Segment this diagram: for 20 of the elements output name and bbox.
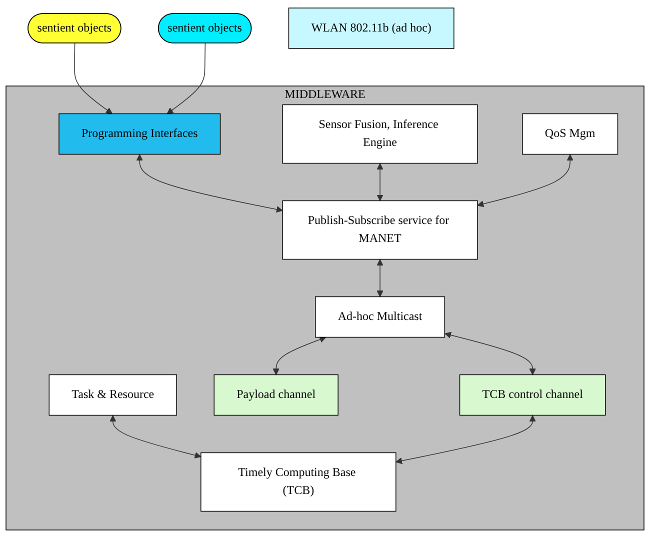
node-box: Sensor Fusion, Inference Engine	[282, 104, 478, 164]
node-box: QoS Mgm	[522, 113, 618, 155]
arrow	[477, 154, 574, 208]
arrow	[376, 163, 384, 202]
node-box: Payload channel	[214, 374, 338, 416]
arrow	[272, 336, 326, 376]
node-box: TCB control channel	[459, 374, 606, 416]
node-box: Task & Resource	[48, 374, 177, 416]
node-box: WLAN 802.11b (ad hoc)	[288, 8, 454, 49]
node-box: Programming Interfaces	[58, 113, 221, 155]
arrow	[136, 154, 283, 213]
arrow	[396, 415, 536, 464]
arrow	[444, 332, 536, 376]
arrow	[166, 42, 206, 114]
arrow	[74, 42, 112, 114]
node-box: Publish-Subscribe service for MANET	[282, 200, 478, 260]
arrow	[376, 259, 384, 298]
node-box: Ad-hoc Multicast	[315, 296, 446, 338]
node-box: Timely Computing Base (TCB)	[200, 452, 396, 512]
arrow	[110, 415, 202, 458]
